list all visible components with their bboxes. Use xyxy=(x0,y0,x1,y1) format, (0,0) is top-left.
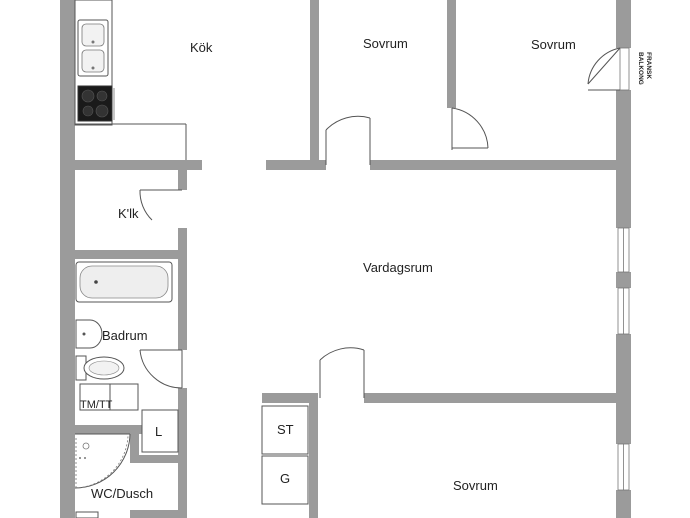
bathroom-fixtures xyxy=(75,261,173,411)
kitchen-fixtures xyxy=(74,0,187,160)
washbasin-icon xyxy=(75,319,103,349)
wall-kitchen-bottom xyxy=(75,160,202,170)
walls xyxy=(60,0,631,518)
label-balkong: BALKONG xyxy=(637,52,644,85)
label-sovrum-2: Sovrum xyxy=(531,37,576,52)
wall-storage-top xyxy=(262,393,318,403)
doors xyxy=(74,47,630,489)
door-bathroom xyxy=(139,349,183,389)
label-st: ST xyxy=(277,422,294,437)
wall-exterior-right-1 xyxy=(616,0,631,48)
label-g: G xyxy=(280,471,290,486)
label-badrum: Badrum xyxy=(102,328,148,343)
wc-basin xyxy=(75,511,99,518)
wall-exterior-right-4 xyxy=(616,334,631,444)
door-wc xyxy=(74,433,131,489)
washer-box xyxy=(79,383,111,411)
g-box xyxy=(261,455,309,505)
wall-storage-right xyxy=(309,393,318,518)
wall-kitchen-bedroom xyxy=(310,0,319,170)
door-fransk-balkong xyxy=(587,47,630,91)
door-closet xyxy=(139,189,182,221)
door-bedroom-2 xyxy=(451,107,489,150)
wall-closet-right xyxy=(178,170,187,190)
windows xyxy=(617,227,630,491)
wall-wc-top xyxy=(75,425,145,434)
dryer-box xyxy=(109,383,139,411)
toilet-icon xyxy=(75,355,125,381)
label-sovrum-3: Sovrum xyxy=(453,478,498,493)
wall-wc-right xyxy=(130,430,139,460)
door-bedroom-1 xyxy=(325,115,371,165)
l-closet-box xyxy=(141,409,179,453)
wall-exterior-right-5 xyxy=(616,490,631,518)
wall-wc-bottom xyxy=(130,510,187,518)
label-fransk: FRANSK xyxy=(645,52,652,79)
door-bedroom-3 xyxy=(319,347,365,398)
label-sovrum-1: Sovrum xyxy=(363,36,408,51)
wc-fixtures xyxy=(75,435,129,518)
wall-bedroom-bedroom xyxy=(447,0,456,108)
wall-bathroom-right xyxy=(178,228,187,350)
bathtub-icon xyxy=(75,261,173,303)
wall-wc-mid xyxy=(130,455,187,463)
label-tm-tt: TM/TT xyxy=(80,399,113,411)
wall-bedrooms-bottom-left xyxy=(266,160,326,170)
wall-exterior-right-2 xyxy=(616,90,631,228)
wall-exterior-left xyxy=(60,0,75,518)
wall-l-closet-right xyxy=(178,388,187,518)
room-labels: Kök Sovrum Sovrum K'lk Vardagsrum Badrum… xyxy=(80,36,652,501)
st-box xyxy=(261,405,309,455)
wall-living-bottom xyxy=(364,393,616,403)
label-kok: Kök xyxy=(190,40,213,55)
label-l: L xyxy=(155,424,162,439)
wall-bathroom-top xyxy=(75,250,187,259)
label-wc-dusch: WC/Dusch xyxy=(91,486,153,501)
wall-bedrooms-bottom-right xyxy=(370,160,616,170)
label-klk: K'lk xyxy=(118,206,139,221)
label-vardagsrum: Vardagsrum xyxy=(363,260,433,275)
wall-exterior-right-3 xyxy=(616,272,631,288)
sink-icon xyxy=(77,19,109,77)
stove-icon xyxy=(77,85,115,122)
